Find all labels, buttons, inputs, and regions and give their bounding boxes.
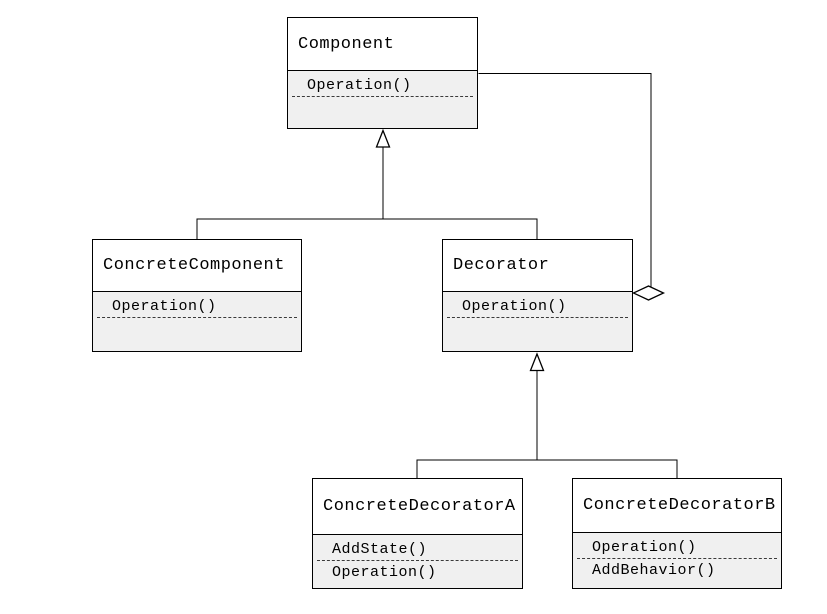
compartment-divider xyxy=(447,317,628,318)
method-label: AddState() xyxy=(332,540,428,558)
aggregation-diamond-icon xyxy=(631,285,666,301)
method-compartment: Operation() xyxy=(93,292,301,351)
generalization-connector-to-decorator xyxy=(416,370,678,479)
class-name: ConcreteComponent xyxy=(93,240,301,292)
aggregation-connector xyxy=(478,72,652,289)
method-compartment: AddState() Operation() xyxy=(313,535,522,588)
method-compartment: Operation() xyxy=(288,71,477,128)
compartment-divider xyxy=(97,317,297,318)
method-label: Operation() xyxy=(112,297,217,315)
class-box-decorator: Decorator Operation() xyxy=(442,239,633,352)
inheritance-triangle-icon xyxy=(375,128,391,148)
method-label: Operation() xyxy=(592,538,697,556)
class-box-concretedecoratorb: ConcreteDecoratorB Operation() AddBehavi… xyxy=(572,478,782,589)
class-box-concretecomponent: ConcreteComponent Operation() xyxy=(92,239,302,352)
class-name: ConcreteDecoratorB xyxy=(573,479,781,533)
generalization-connector-to-component xyxy=(196,147,538,240)
compartment-divider xyxy=(577,558,777,559)
class-box-concretedecoratora: ConcreteDecoratorA AddState() Operation(… xyxy=(312,478,523,589)
class-name: ConcreteDecoratorA xyxy=(313,479,522,535)
method-label: Operation() xyxy=(462,297,567,315)
method-compartment: Operation() AddBehavior() xyxy=(573,533,781,588)
method-label: Operation() xyxy=(332,563,437,581)
method-label: Operation() xyxy=(307,76,412,94)
class-name: Component xyxy=(288,18,477,71)
class-box-component: Component Operation() xyxy=(287,17,478,129)
method-label: AddBehavior() xyxy=(592,561,716,579)
inheritance-triangle-icon xyxy=(529,352,545,372)
class-name: Decorator xyxy=(443,240,632,292)
compartment-divider xyxy=(317,560,518,561)
method-compartment: Operation() xyxy=(443,292,632,351)
compartment-divider xyxy=(292,96,473,97)
